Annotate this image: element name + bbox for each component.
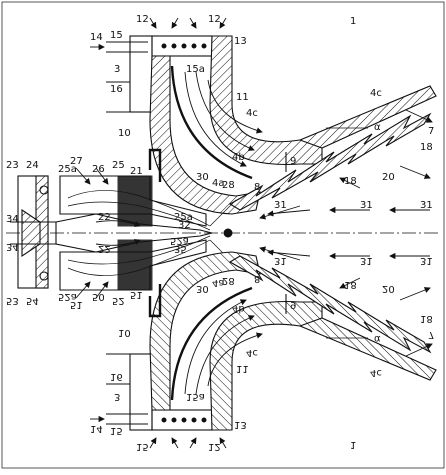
mixing-tube (55, 213, 213, 253)
ref-label: 1 (350, 439, 356, 450)
housing-plate (129, 35, 153, 113)
ref-label: 7 (428, 329, 434, 340)
ref-label: 51 (70, 299, 83, 310)
ref-label: 9 (290, 156, 296, 167)
ref-label: 21 (130, 166, 143, 177)
ref-label: 10 (118, 128, 131, 139)
labels-upper: 1 12 12 13 14 15 15a 3 16 11 4c 4c 7 α 1… (6, 14, 434, 231)
guide-vane (170, 65, 253, 180)
ref-label: 10 (118, 327, 131, 338)
ref-label: 14 (90, 423, 103, 434)
ref-label: 25 (112, 160, 125, 171)
ref-label: 31 (360, 200, 373, 211)
ref-label: 4a (212, 277, 225, 288)
ref-label: 50 (92, 291, 105, 302)
ref-label: 12 (136, 14, 149, 25)
ref-label: 11 (236, 363, 249, 374)
swirl-line (67, 190, 211, 227)
ref-label: 31 (274, 200, 287, 211)
ref-label: 13 (234, 36, 247, 47)
ref-label: α (374, 122, 381, 133)
end-cap (10, 175, 237, 289)
cooling-holes (161, 43, 207, 49)
ref-label: 16 (110, 371, 123, 382)
ref-label: 4b (232, 303, 245, 314)
ref-label: 35 (174, 243, 187, 254)
upper-half (59, 17, 437, 231)
ref-label: 13 (234, 419, 247, 430)
ref-label: 28 (222, 180, 235, 191)
ref-label: 52a (58, 291, 77, 302)
ref-label: 18 (344, 279, 357, 290)
ref-label: 4a (212, 178, 225, 189)
mounting-flange (117, 175, 153, 227)
ref-label: 4c (370, 88, 382, 99)
ref-label: 31 (420, 255, 433, 266)
ref-label: 11 (236, 92, 249, 103)
ref-label: 22 (98, 243, 111, 254)
ref-label: 32 (178, 220, 191, 231)
ref-label: 15a (186, 64, 205, 75)
ref-label: 3 (114, 64, 120, 75)
ref-label: 15 (136, 441, 149, 452)
ref-label: 3 (114, 391, 120, 402)
seal-bottom (39, 271, 49, 281)
ref-label: 25a (174, 212, 193, 223)
ref-label: 54 (26, 295, 39, 306)
ref-label: 34 (6, 241, 19, 252)
outlet-lip (298, 85, 437, 149)
ref-label: 12 (208, 441, 221, 452)
ref-label: 53 (6, 295, 19, 306)
ref-label: 9 (290, 299, 296, 310)
outer-duct-wall (209, 35, 323, 166)
ref-label: 51 (130, 289, 143, 300)
ref-label: 30 (196, 172, 209, 183)
ref-label: 31 (274, 255, 287, 266)
ref-label: 12 (208, 14, 221, 25)
ref-label: 8 (254, 182, 260, 193)
ref-label: 18 (420, 313, 433, 324)
ref-label: 30 (196, 283, 209, 294)
ref-label: 52a (170, 235, 189, 246)
ref-label: 31 (420, 200, 433, 211)
ref-label: 7 (428, 126, 434, 137)
inner-duct-wall (149, 55, 261, 215)
ref-label: 14 (90, 32, 103, 43)
flame-sheet-upper (228, 112, 432, 211)
focus-point (223, 228, 233, 238)
ref-label: 25a (58, 164, 77, 175)
ref-label: 28 (222, 275, 235, 286)
ref-label: 27 (70, 156, 83, 167)
labels-lower: 34 22 35 52a 31 31 31 28 8 20 18 53 54 5… (6, 235, 434, 452)
ref-label: 24 (26, 160, 39, 171)
ref-label: 16 (110, 84, 123, 95)
ref-label: 26 (92, 164, 105, 175)
lower-half (59, 235, 437, 449)
ref-label: 1 (350, 16, 356, 27)
ref-label: 22 (98, 212, 111, 223)
ref-label: 4b (232, 152, 245, 163)
ref-label: 4c (246, 347, 258, 358)
ref-label: 18 (420, 142, 433, 153)
ref-label: 15 (110, 30, 123, 41)
seal-top (39, 185, 49, 195)
ref-label: 15a (186, 391, 205, 402)
ref-label: 23 (6, 160, 19, 171)
ref-label: 8 (254, 273, 260, 284)
ref-label: 20 (382, 283, 395, 294)
ref-label: 18 (344, 176, 357, 187)
ref-label: α (374, 333, 381, 344)
ref-label: 31 (360, 255, 373, 266)
ref-label: 4c (370, 367, 382, 378)
ref-label: 52 (112, 295, 125, 306)
ref-label: 20 (382, 172, 395, 183)
ref-label: 4c (246, 108, 258, 119)
ref-label: 15 (110, 425, 123, 436)
ref-label: 34 (6, 214, 19, 225)
